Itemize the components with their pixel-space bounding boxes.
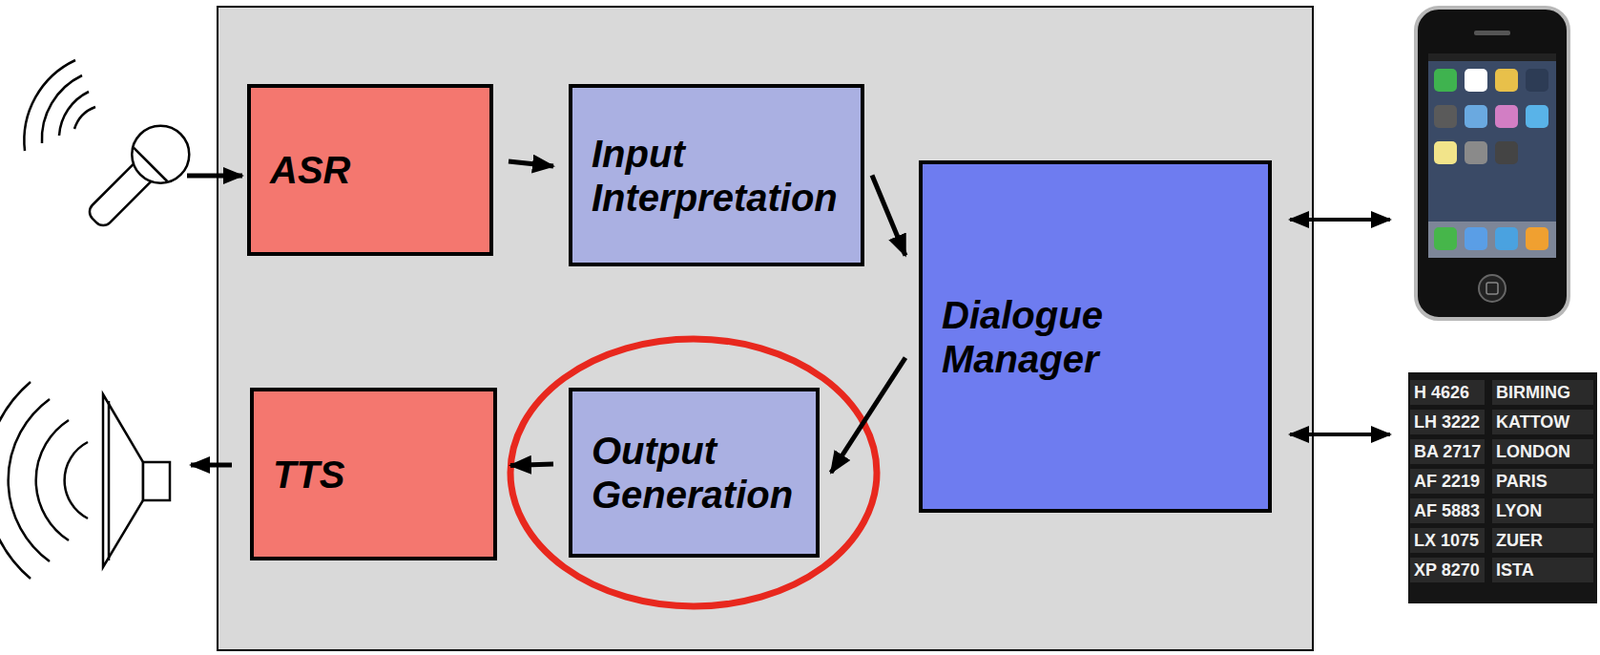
data-arrow bbox=[1289, 432, 1391, 437]
system-panel bbox=[217, 6, 1313, 650]
box-label: TTS bbox=[272, 452, 475, 497]
board-text: LX 1075 bbox=[1413, 529, 1479, 551]
board-text: AF 2219 bbox=[1413, 470, 1480, 492]
board-text: BIRMING bbox=[1496, 381, 1571, 403]
box-label: ASR bbox=[270, 147, 471, 192]
flow-arrow bbox=[831, 357, 906, 473]
flight-board bbox=[1408, 372, 1598, 603]
process-box: Input Interpretation bbox=[568, 83, 865, 267]
flow-arrow bbox=[872, 175, 906, 256]
board-text: ZUER bbox=[1496, 529, 1543, 551]
phone-icon bbox=[1415, 7, 1569, 319]
board-text: PARIS bbox=[1496, 470, 1548, 492]
board-text: LYON bbox=[1496, 499, 1542, 521]
board-text: LH 3222 bbox=[1413, 411, 1480, 433]
box-label: Output Generation bbox=[591, 428, 797, 517]
board-text: AF 5883 bbox=[1413, 499, 1480, 521]
input-arrow bbox=[187, 173, 243, 179]
output-arrow bbox=[190, 462, 232, 468]
speaker-icon bbox=[0, 381, 170, 579]
board-text: H 4626 bbox=[1413, 381, 1470, 403]
flow-arrow bbox=[510, 463, 554, 465]
process-box: Output Generation bbox=[568, 387, 820, 558]
board-text: XP 8270 bbox=[1413, 559, 1480, 581]
board-text: KATTOW bbox=[1496, 411, 1570, 433]
box-label: Input Interpretation bbox=[591, 131, 842, 220]
board-text: ISTA bbox=[1496, 559, 1535, 581]
board-text: BA 2717 bbox=[1413, 440, 1481, 462]
microphone-icon bbox=[23, 60, 201, 241]
tts-box: TTS bbox=[249, 387, 498, 561]
flow-arrow bbox=[508, 161, 554, 167]
board-text: LONDON bbox=[1496, 440, 1571, 462]
highlight-ellipse bbox=[510, 338, 877, 606]
manager-box: Dialogue Manager bbox=[918, 160, 1272, 513]
box-label: Dialogue Manager bbox=[941, 292, 1249, 381]
device-arrow bbox=[1289, 217, 1391, 222]
asr-box: ASR bbox=[247, 83, 494, 256]
